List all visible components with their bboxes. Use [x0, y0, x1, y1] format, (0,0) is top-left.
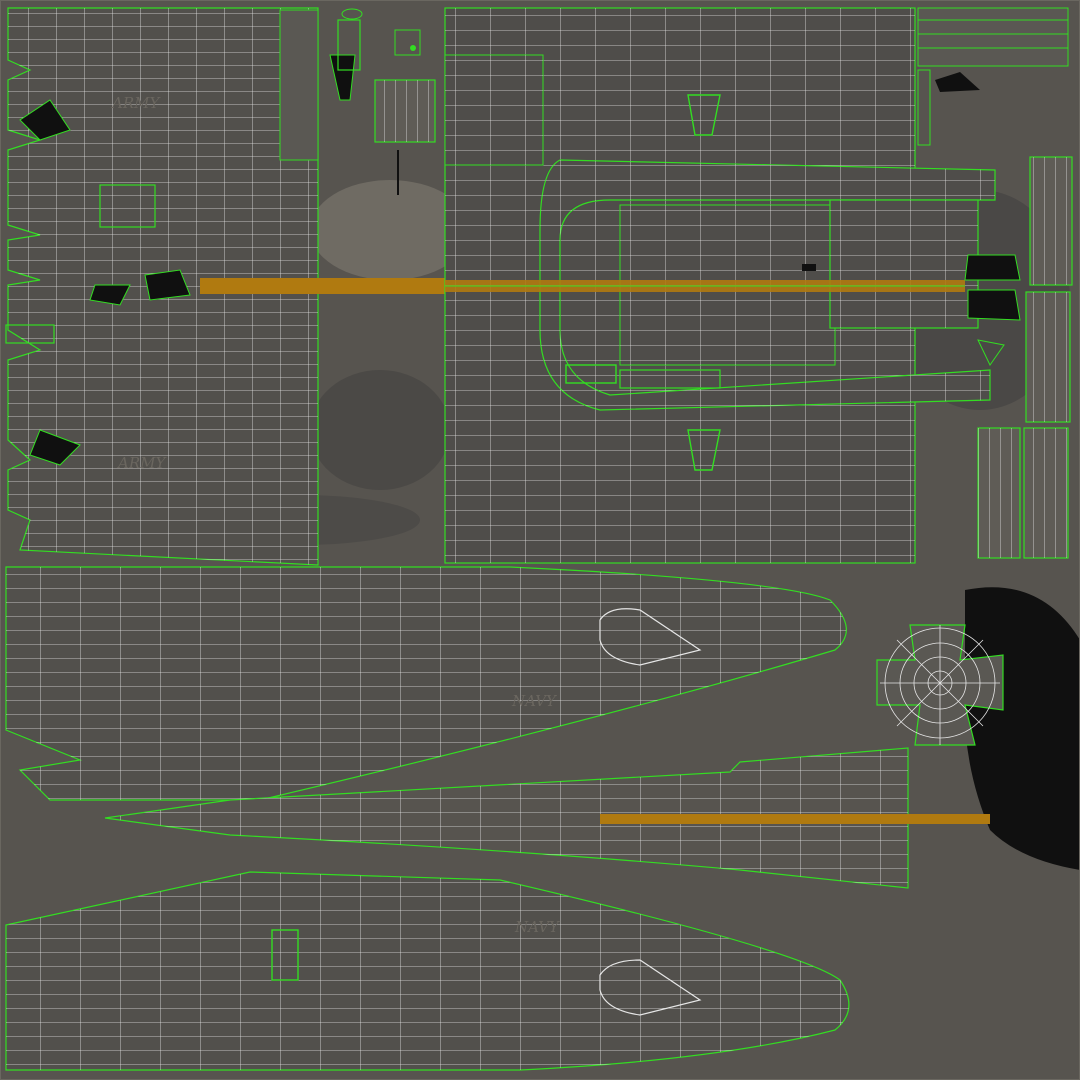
uv-shell-right-strips — [917, 7, 1073, 559]
uv-shell-wing-lower: NAVY — [5, 871, 850, 1071]
wing-lower-stamp: ARMY — [116, 454, 167, 472]
uv-shell-top-left: ARMY ARMY — [5, 7, 319, 566]
accent-stripe-bottom — [600, 814, 990, 824]
wing-upper-stamp: ARMY — [110, 94, 161, 112]
uv-small-parts-cluster — [329, 8, 436, 195]
uv-shell-wing-upper: NAVY — [5, 566, 847, 801]
accent-stripe-left — [200, 278, 445, 294]
tail-upper-stamp: NAVY — [511, 692, 558, 710]
uv-shell-radial-cap — [876, 624, 1004, 746]
uv-shell-tail-center — [104, 747, 990, 889]
tail-lower-stamp: NAVY — [514, 918, 561, 936]
